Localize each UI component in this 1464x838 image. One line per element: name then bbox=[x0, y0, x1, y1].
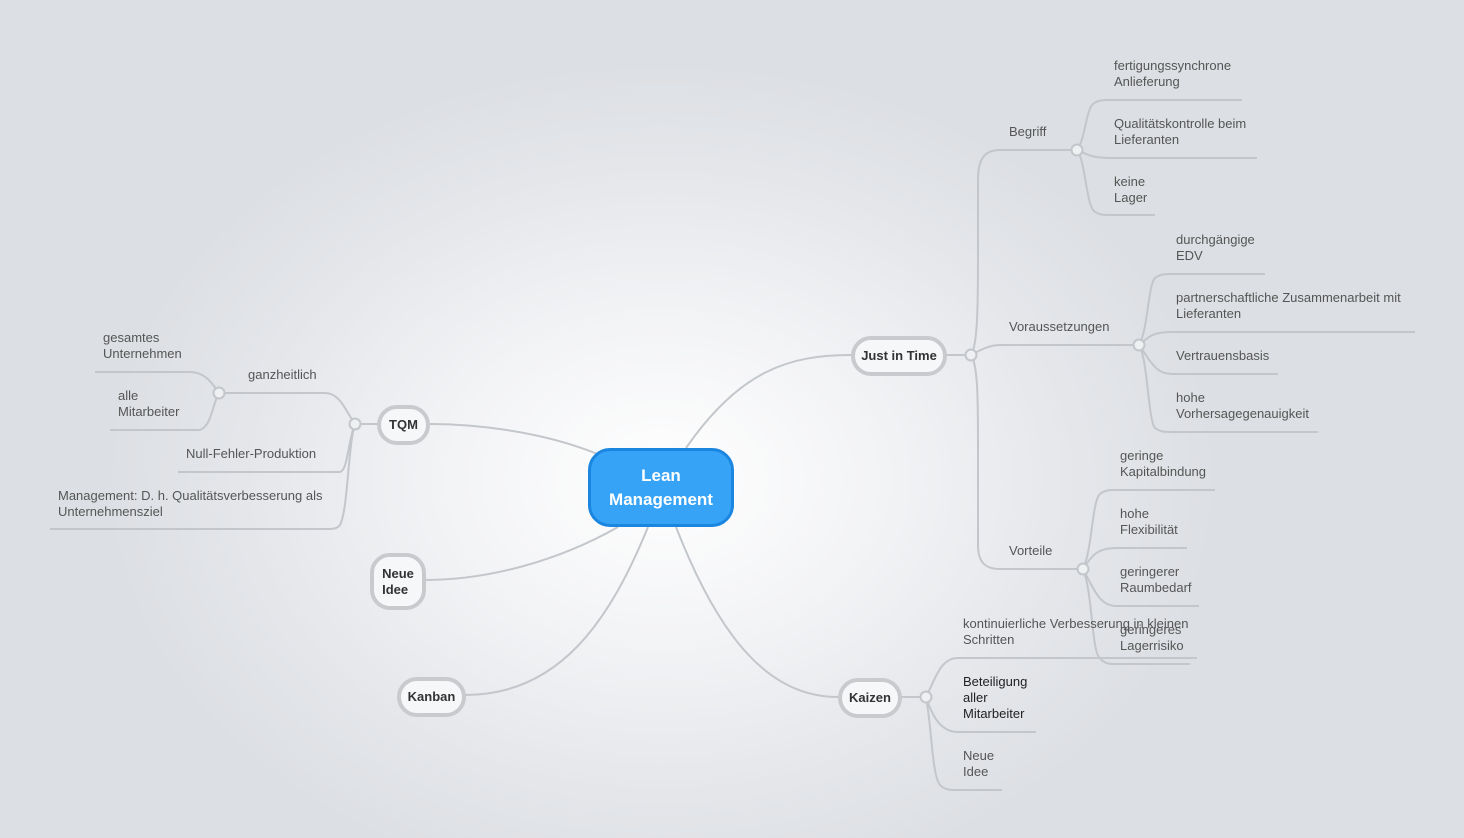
node-voraussetzungen[interactable]: Voraussetzungen bbox=[1009, 319, 1110, 334]
node-begriff-item[interactable]: fertigungssynchrone Anlieferung bbox=[1114, 58, 1232, 89]
node-voraussetzungen-item[interactable]: durchgängige EDV bbox=[1176, 232, 1255, 263]
node-vorteile-item[interactable]: geringe Kapitalbindung bbox=[1120, 448, 1207, 479]
topic-kanban[interactable]: Kanban bbox=[397, 677, 466, 717]
node-management-qualitaet[interactable]: Management: D. h. Qualitätsverbesserung … bbox=[58, 488, 323, 519]
node-voraussetzungen-item[interactable]: hohe Vorhersagegenauigkeit bbox=[1176, 390, 1309, 421]
topic-neue-idee[interactable]: Neue Idee bbox=[370, 553, 426, 610]
node-voraussetzungen-item[interactable]: partnerschaftliche Zusammenarbeit mit Li… bbox=[1176, 290, 1401, 321]
node-vorteile-item[interactable]: geringeres Lagerrisiko bbox=[1120, 622, 1184, 653]
node-kaizen-item[interactable]: Beteiligung aller Mitarbeiter bbox=[963, 674, 1028, 721]
node-begriff-item[interactable]: Qualitätskontrolle beim Lieferanten bbox=[1114, 116, 1247, 147]
node-vorteile-item[interactable]: hohe Flexibilität bbox=[1120, 506, 1178, 537]
node-kaizen-item[interactable]: Neue Idee bbox=[963, 748, 995, 779]
node-ganzheitlich-item[interactable]: gesamtes Unternehmen bbox=[103, 330, 182, 361]
topic-tqm[interactable]: TQM bbox=[377, 405, 430, 445]
node-begriff[interactable]: Begriff bbox=[1009, 124, 1047, 139]
central-topic[interactable]: Lean Management bbox=[588, 448, 734, 527]
topic-kaizen[interactable]: Kaizen bbox=[838, 678, 902, 718]
node-null-fehler-produktion[interactable]: Null-Fehler-Produktion bbox=[186, 446, 317, 461]
node-ganzheitlich[interactable]: ganzheitlich bbox=[248, 367, 317, 382]
node-begriff-item[interactable]: keine Lager bbox=[1114, 174, 1148, 205]
node-vorteile-item[interactable]: geringerer Raumbedarf bbox=[1120, 564, 1192, 595]
node-kaizen-item[interactable]: kontinuierliche Verbesserung in kleinen … bbox=[963, 616, 1189, 647]
topic-just-in-time[interactable]: Just in Time bbox=[851, 336, 947, 376]
node-vorteile[interactable]: Vorteile bbox=[1009, 543, 1053, 558]
node-ganzheitlich-item[interactable]: alle Mitarbeiter bbox=[118, 388, 180, 419]
node-voraussetzungen-item[interactable]: Vertrauensbasis bbox=[1176, 348, 1270, 363]
